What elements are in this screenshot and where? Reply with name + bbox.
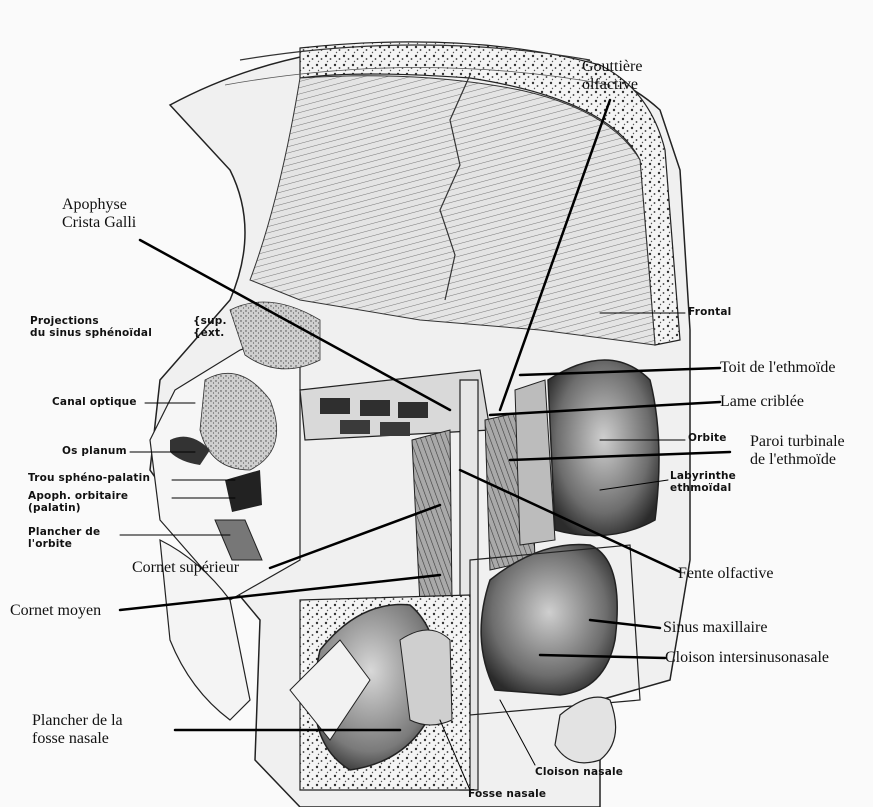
label-canal-optique: Canal optique <box>52 396 137 408</box>
label-paroi-turbinale: Paroi turbinale de l'ethmoïde <box>750 433 845 470</box>
label-orbite: Orbite <box>688 432 727 444</box>
label-labyrinthe-ethmoidal: Labyrinthe ethmoïdal <box>670 470 736 494</box>
label-cornet-moyen: Cornet moyen <box>10 602 101 620</box>
label-cloison-nasale: Cloison nasale <box>535 766 623 778</box>
label-toit-ethmoide: Toit de l'ethmoïde <box>720 359 836 377</box>
label-frontal: Frontal <box>688 306 731 318</box>
label-lame-criblee: Lame criblée <box>720 393 804 411</box>
label-apophyse-crista-galli: Apophyse Crista Galli <box>62 196 136 233</box>
label-plancher-fosse-nasale: Plancher de la fosse nasale <box>32 712 123 749</box>
label-plancher-orbite: Plancher de l'orbite <box>28 526 100 550</box>
label-sinus-maxillaire: Sinus maxillaire <box>663 619 767 637</box>
label-cornet-superieur: Cornet supérieur <box>132 559 239 577</box>
label-fente-olfactive: Fente olfactive <box>678 565 774 583</box>
label-fosse-nasale: Fosse nasale <box>468 788 546 800</box>
label-trou-spheno-palatin: Trou sphéno-palatin <box>28 472 150 484</box>
label-os-planum: Os planum <box>62 445 127 457</box>
label-cloison-intersinusonasale: Cloison intersinusonasale <box>665 649 829 667</box>
label-projections-sinus: Projections du sinus sphénoïdal <box>30 315 152 339</box>
label-gouttiere-olfactive: Gouttière olfactive <box>582 58 642 95</box>
label-apoph-orbitaire: Apoph. orbitaire (palatin) <box>28 490 128 514</box>
label-proj-sup-ext: {sup. {ext. <box>193 315 227 339</box>
